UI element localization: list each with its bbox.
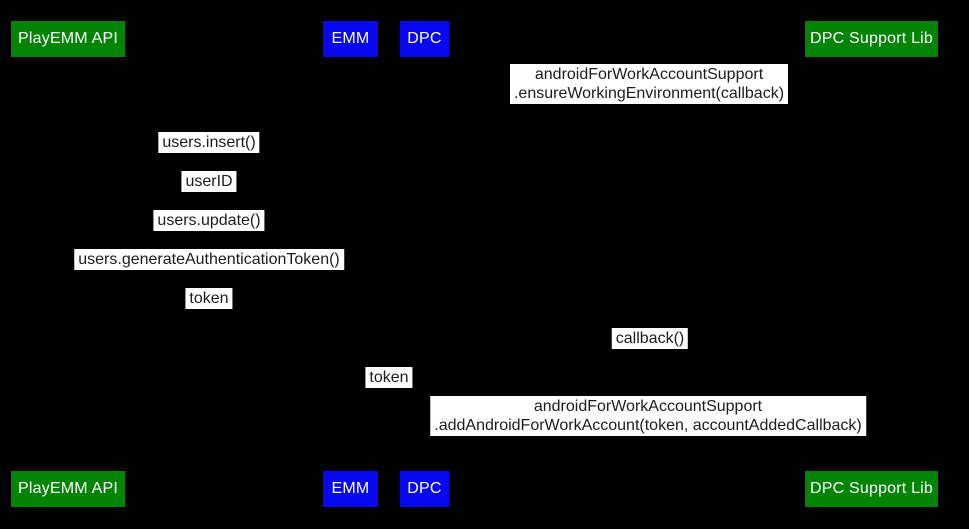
participant-label: DPC [407, 480, 442, 497]
message-line: userID [185, 173, 233, 190]
participant-label: EMM [331, 30, 370, 47]
participant-label: EMM [331, 480, 370, 497]
message-generate-authentication-token: users.generateAuthenticationToken() [74, 249, 344, 270]
message-add-android-for-work-account: androidForWorkAccountSupport .addAndroid… [430, 396, 866, 436]
message-callback: callback() [611, 328, 689, 349]
participant-playemm-api-top: PlayEMM API [11, 21, 125, 57]
message-ensure-working-environment: androidForWorkAccountSupport .ensureWork… [509, 64, 789, 104]
message-users-update: users.update() [153, 210, 265, 231]
participant-label: PlayEMM API [17, 30, 118, 47]
message-line: users.update() [157, 212, 261, 229]
message-line: androidForWorkAccountSupport [534, 66, 764, 83]
participant-label: DPC Support Lib [809, 480, 934, 497]
participant-dpc-support-lib-top: DPC Support Lib [805, 21, 938, 57]
participant-emm-bottom: EMM [323, 471, 378, 507]
participant-emm-top: EMM [323, 21, 378, 57]
message-line: androidForWorkAccountSupport [533, 398, 763, 415]
participant-dpc-bottom: DPC [400, 471, 449, 507]
message-line: .ensureWorkingEnvironment(callback) [513, 85, 785, 102]
message-line: token [369, 369, 409, 386]
participant-dpc-top: DPC [400, 21, 449, 57]
participant-dpc-support-lib-bottom: DPC Support Lib [805, 471, 938, 507]
message-token-response: token [185, 288, 233, 309]
message-line: users.generateAuthenticationToken() [78, 251, 340, 268]
participant-label: DPC [407, 30, 442, 47]
message-line: .addAndroidForWorkAccount(token, account… [434, 417, 862, 434]
message-users-insert: users.insert() [158, 132, 260, 153]
participant-label: PlayEMM API [17, 480, 118, 497]
participant-label: DPC Support Lib [809, 30, 934, 47]
message-line: callback() [615, 330, 685, 347]
participant-playemm-api-bottom: PlayEMM API [11, 471, 125, 507]
message-line: users.insert() [162, 134, 256, 151]
message-line: token [189, 290, 229, 307]
message-user-id: userID [181, 171, 237, 192]
message-token-forward: token [365, 367, 413, 388]
